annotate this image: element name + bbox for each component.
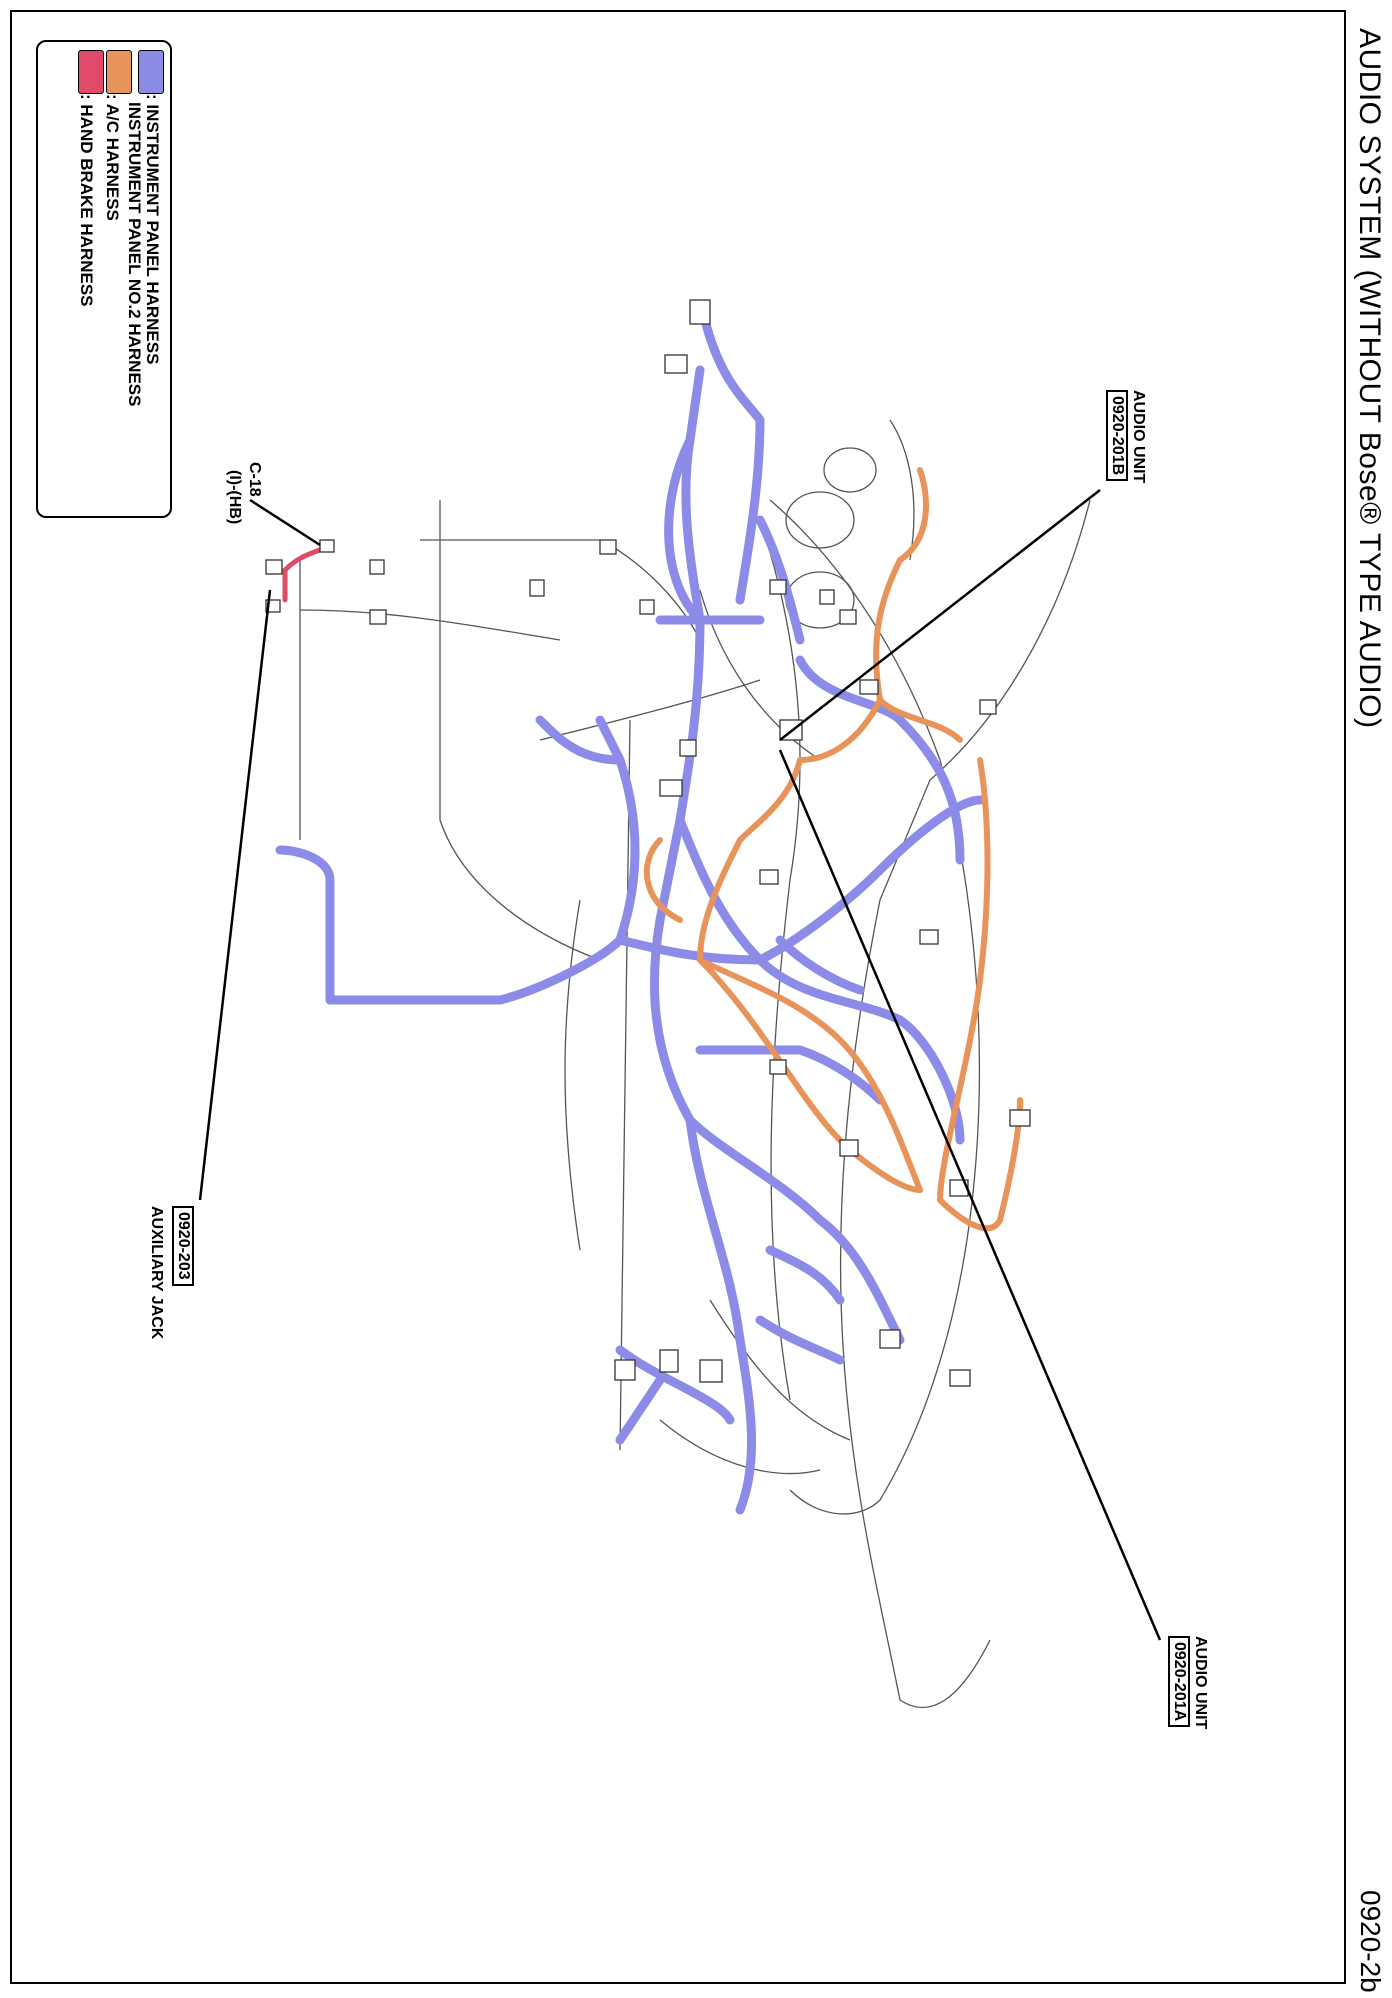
leader-lines xyxy=(198,489,1162,1641)
leader-c18 xyxy=(249,498,321,547)
callout-audio-unit-b-code: 0920-201B xyxy=(1106,390,1128,482)
dashboard-outline xyxy=(299,419,1091,1709)
instrument-panel-harness xyxy=(275,315,985,1515)
callout-auxiliary-jack-code: 0920-203 xyxy=(172,1206,194,1286)
leader-audio-unit-a xyxy=(778,749,1162,1641)
legend: : INSTRUMENT PANEL HARNESS INSTRUMENT PA… xyxy=(36,40,172,518)
leader-auxiliary-jack xyxy=(198,589,272,1201)
legend-swatch-instrument-panel xyxy=(138,50,164,94)
legend-swatch-ac xyxy=(106,50,132,94)
connectors xyxy=(265,299,1031,1387)
callout-auxiliary-jack-name: AUXILIARY JACK xyxy=(148,1206,165,1340)
hand-brake-harness xyxy=(282,547,323,603)
callout-audio-unit-b-name: AUDIO UNIT xyxy=(1130,390,1147,484)
callout-audio-unit-a-code: 0920-201A xyxy=(1168,1636,1190,1728)
callout-c18-line2: (I)-(HB) xyxy=(226,470,243,525)
page-frame xyxy=(10,10,1346,1984)
callout-audio-unit-a-name: AUDIO UNIT xyxy=(1192,1636,1209,1730)
callout-c18-line1: C-18 xyxy=(246,462,263,497)
leader-audio-unit-b xyxy=(779,489,1101,741)
legend-swatch-hand-brake xyxy=(78,50,104,94)
ac-harness xyxy=(644,467,1023,1232)
